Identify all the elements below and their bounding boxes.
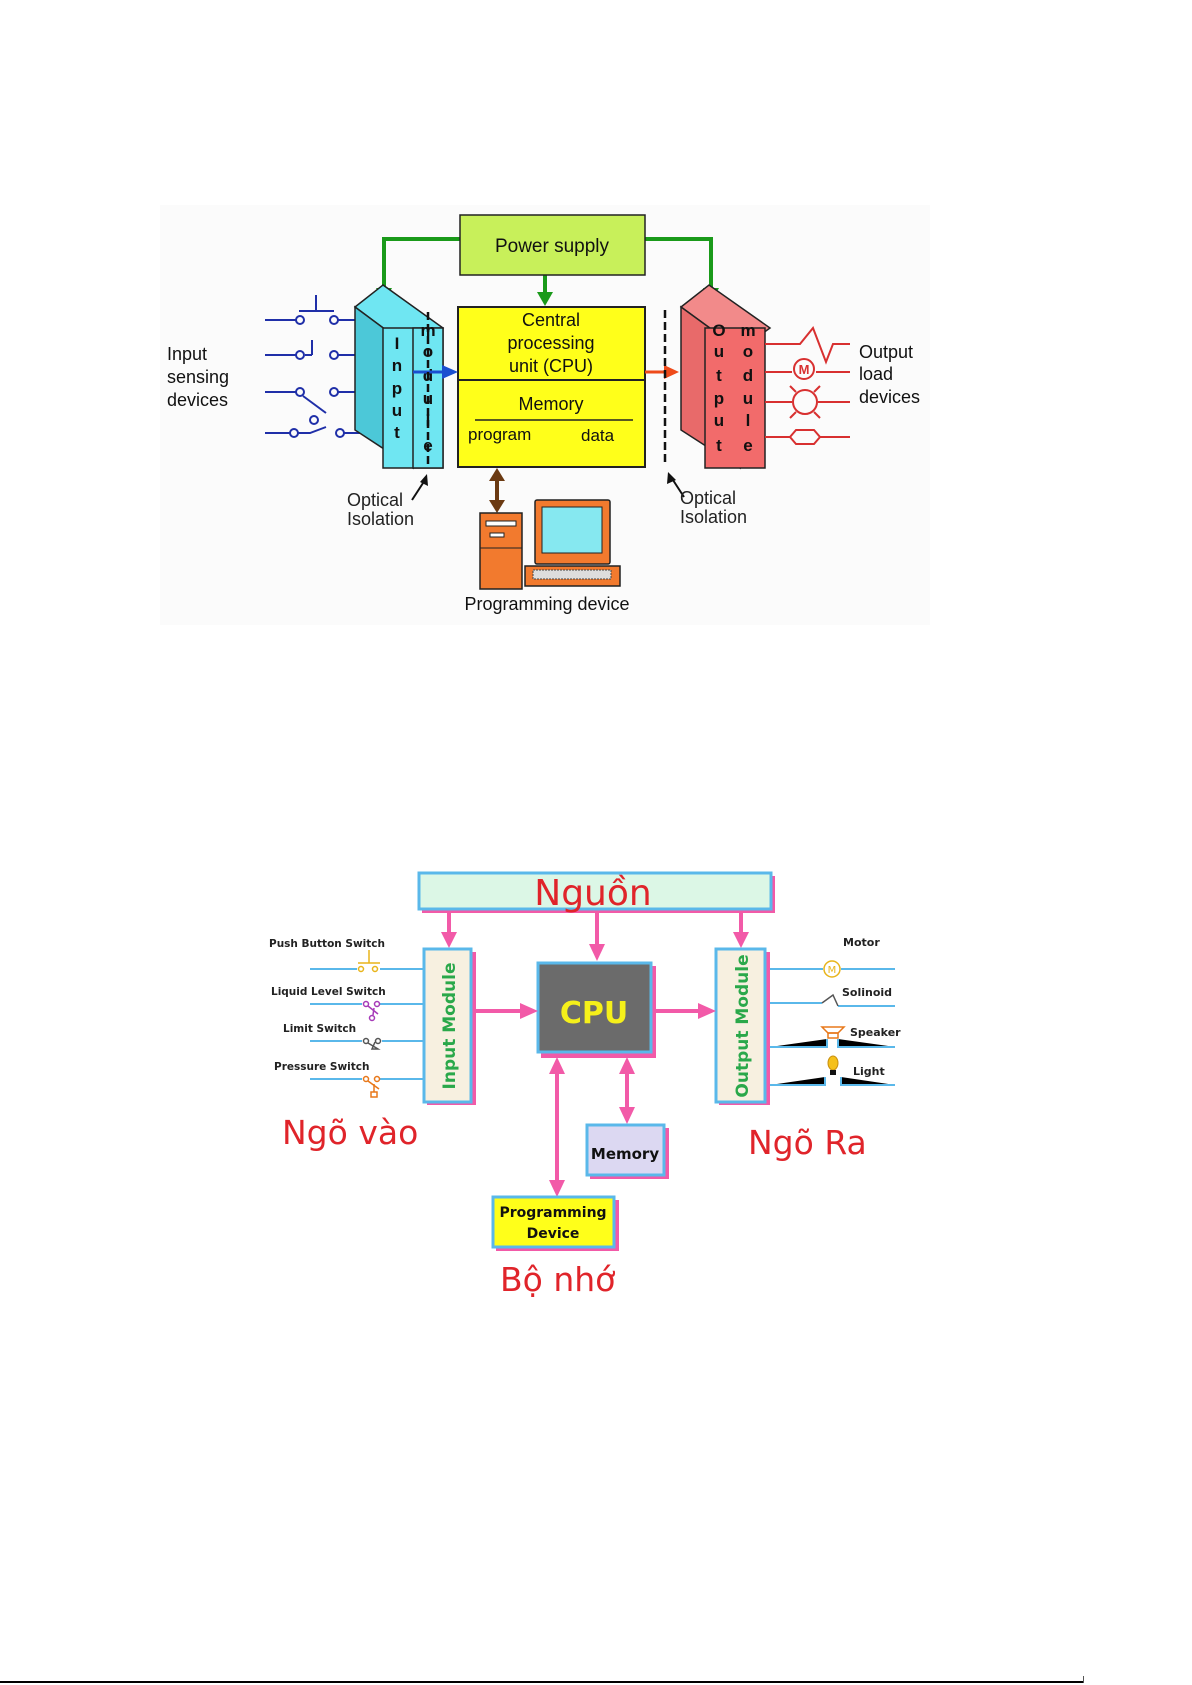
svg-text:Input: Input — [167, 344, 207, 364]
output-module-letter: p — [714, 389, 724, 408]
output-wires — [770, 968, 895, 1086]
output-module-label: Output Module — [733, 954, 753, 1097]
memory-arrow-2 — [619, 1057, 635, 1124]
svg-text:Optical: Optical — [347, 490, 403, 510]
input-module-letter: t — [394, 423, 400, 442]
power-label: Nguồn — [534, 873, 651, 914]
output-module-letter: u — [743, 389, 753, 408]
memory-label-2: Memory — [591, 1145, 659, 1163]
limit-switch-icon — [362, 1037, 382, 1050]
svg-text:devices: devices — [859, 387, 920, 407]
plc-block-diagram-english: Power supply Central processing unit (CP… — [160, 205, 930, 625]
input-device-label: Pressure Switch — [274, 1061, 370, 1073]
output-device-label: Solinoid — [842, 986, 892, 999]
output-module-2: Output Module — [714, 947, 770, 1105]
output-load-label: Output load devices — [859, 342, 920, 407]
svg-text:devices: devices — [167, 390, 228, 410]
light-bulb-icon — [827, 1055, 839, 1075]
motor-symbol: M — [799, 362, 810, 377]
output-module-letter: d — [743, 366, 753, 385]
power-supply-label: Power supply — [495, 236, 610, 257]
output-module-letter: o — [743, 342, 753, 361]
page-footer-tick — [1083, 1676, 1084, 1683]
output-module-letter: O — [712, 321, 725, 340]
output-module-letter: m — [740, 321, 755, 340]
output-module-letter: u — [714, 411, 724, 430]
svg-text:Isolation: Isolation — [347, 509, 414, 529]
input-device-label: Liquid Level Switch — [271, 986, 386, 998]
input-sensing-label: Input sensing devices — [167, 344, 229, 410]
page-footer-rule — [0, 1681, 1083, 1683]
input-module-letter: p — [392, 379, 402, 398]
input-device-label: Limit Switch — [283, 1023, 356, 1035]
memory-label: Memory — [518, 394, 583, 414]
pressure-switch-icon — [362, 1075, 381, 1098]
input-module-letter: I — [395, 334, 400, 353]
output-device-label: Light — [853, 1065, 885, 1078]
cpu-label: CPU — [560, 996, 628, 1031]
signal-arrowheads-2 — [520, 1003, 716, 1019]
power-arrowheads-2 — [441, 932, 749, 961]
svg-text:Output: Output — [859, 342, 913, 362]
output-module-letter: e — [743, 436, 752, 455]
memory-section-label: Bộ nhớ — [500, 1260, 615, 1299]
cpu-box-2: CPU — [536, 961, 656, 1058]
output-device-label: Motor — [843, 936, 880, 949]
plc-block-diagram-vietnamese: Nguồn Input Module Output Module CPU — [269, 871, 901, 1299]
cpu-box: Central processing unit (CPU) Memory pro… — [457, 306, 646, 468]
svg-text:Isolation: Isolation — [680, 507, 747, 527]
cpu-label-2: processing — [507, 333, 594, 353]
computer-icon — [479, 499, 621, 590]
motor-icon: M — [823, 960, 841, 978]
input-module-letter: u — [392, 401, 402, 420]
memory-program-label: program — [468, 425, 531, 444]
input-module-2: Input Module — [422, 947, 476, 1105]
power-supply-box: Power supply — [459, 214, 646, 276]
input-wires — [310, 968, 424, 1080]
cpu-label-1: Central — [522, 310, 580, 330]
svg-text:load: load — [859, 364, 893, 384]
programming-device-label-2: Device — [527, 1226, 580, 1242]
optical-isolation-lines — [426, 310, 667, 466]
svg-text:sensing: sensing — [167, 367, 229, 387]
svg-text:Optical: Optical — [680, 488, 736, 508]
svg-text:M: M — [828, 965, 837, 976]
liquid-level-switch-icon — [362, 1000, 381, 1022]
solenoid-icon — [821, 993, 839, 1007]
programming-device-label: Programming device — [464, 594, 629, 614]
programming-arrow-2 — [549, 1057, 565, 1197]
push-button-switch-icon — [357, 950, 380, 973]
programming-device-label-1: Programming — [499, 1205, 606, 1221]
optical-isolation-label-left: Optical Isolation — [347, 490, 414, 529]
output-module-letter: t — [716, 436, 722, 455]
output-loads — [765, 326, 850, 445]
input-device-label: Push Button Switch — [269, 938, 385, 950]
memory-data-label: data — [581, 426, 615, 445]
memory-box-2: Memory — [585, 1123, 669, 1179]
output-module-letter: l — [746, 411, 751, 430]
input-switches — [265, 295, 372, 438]
output-module-letter: u — [714, 342, 724, 361]
input-module-letter: n — [392, 356, 402, 375]
programming-device-box: Programming Device — [491, 1195, 619, 1251]
power-box: Nguồn — [417, 871, 775, 914]
cpu-label-3: unit (CPU) — [509, 356, 593, 376]
optical-isolation-label-right: Optical Isolation — [680, 488, 747, 527]
output-module: O u t p u t m o d u l e — [679, 284, 772, 470]
output-module-letter: t — [716, 366, 722, 385]
programming-arrow — [489, 468, 505, 513]
output-device-label: Speaker — [850, 1026, 901, 1039]
input-section-label: Ngõ vào — [282, 1113, 418, 1152]
output-section-label: Ngõ Ra — [748, 1123, 867, 1162]
input-module-label: Input Module — [440, 963, 460, 1090]
speaker-icon — [820, 1026, 846, 1039]
